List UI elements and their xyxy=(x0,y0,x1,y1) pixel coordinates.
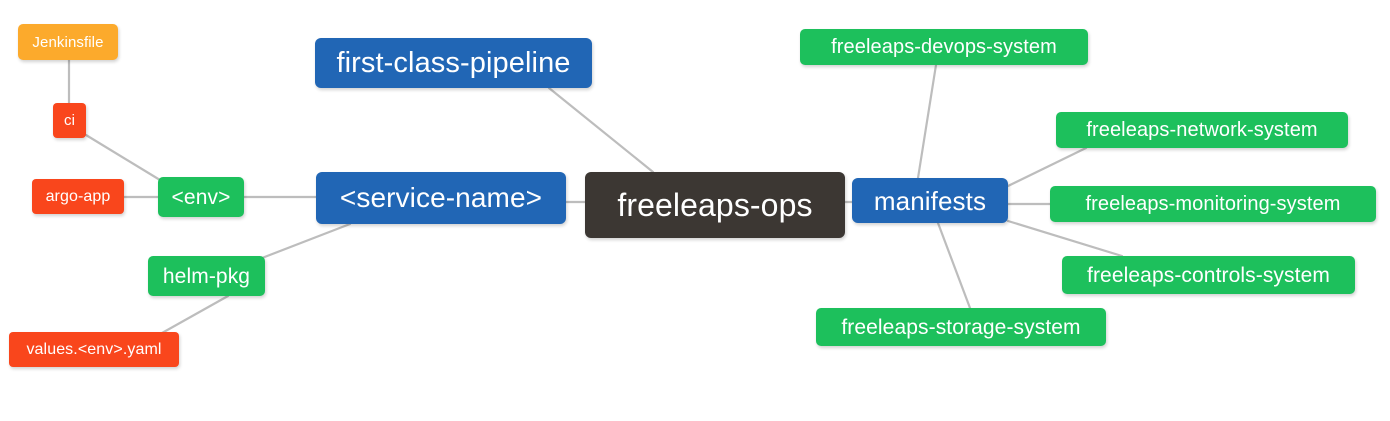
node-label-freeleaps-storage-system: freeleaps-storage-system xyxy=(841,315,1081,339)
node-label-service-name: <service-name> xyxy=(339,182,543,213)
node-freeleaps-ops[interactable]: freeleaps-ops xyxy=(585,172,845,238)
node-label-freeleaps-devops-system: freeleaps-devops-system xyxy=(831,36,1057,58)
node-first-class-pipeline[interactable]: first-class-pipeline xyxy=(315,38,592,88)
node-label-values-env-yaml: values.<env>.yaml xyxy=(26,340,162,358)
node-freeleaps-devops-system[interactable]: freeleaps-devops-system xyxy=(800,29,1088,65)
node-label-env: <env> xyxy=(171,185,231,209)
edge-ci-env xyxy=(84,133,162,182)
edge-manifests-network xyxy=(1006,146,1088,188)
node-helm-pkg[interactable]: helm-pkg xyxy=(148,256,265,296)
node-freeleaps-storage-system[interactable]: freeleaps-storage-system xyxy=(816,308,1106,346)
node-values-env-yaml[interactable]: values.<env>.yaml xyxy=(9,332,179,367)
edge-values-helm-pkg xyxy=(160,294,230,335)
edge-helm-pkg-service-name xyxy=(260,222,352,260)
node-label-freeleaps-ops: freeleaps-ops xyxy=(617,187,813,223)
node-freeleaps-network-system[interactable]: freeleaps-network-system xyxy=(1056,112,1348,148)
edge-manifests-controls xyxy=(1006,219,1124,258)
node-label-argo-app: argo-app xyxy=(45,187,111,205)
node-label-helm-pkg: helm-pkg xyxy=(162,264,251,288)
node-label-freeleaps-network-system: freeleaps-network-system xyxy=(1086,119,1318,141)
node-freeleaps-monitoring-system[interactable]: freeleaps-monitoring-system xyxy=(1050,186,1376,222)
edge-manifests-storage xyxy=(936,221,972,310)
node-label-jenkinsfile: Jenkinsfile xyxy=(32,33,104,51)
node-ci[interactable]: ci xyxy=(53,103,86,138)
edge-manifests-devops xyxy=(916,63,938,180)
node-jenkinsfile[interactable]: Jenkinsfile xyxy=(18,24,118,60)
node-service-name[interactable]: <service-name> xyxy=(316,172,566,224)
node-manifests[interactable]: manifests xyxy=(852,178,1008,223)
node-label-ci: ci xyxy=(63,112,76,129)
node-label-freeleaps-monitoring-system: freeleaps-monitoring-system xyxy=(1085,193,1341,215)
node-label-first-class-pipeline: first-class-pipeline xyxy=(336,46,571,79)
edge-first-class-pipeline-root xyxy=(547,86,655,174)
node-label-freeleaps-controls-system: freeleaps-controls-system xyxy=(1087,263,1330,287)
node-env[interactable]: <env> xyxy=(158,177,244,217)
node-label-manifests: manifests xyxy=(873,185,987,216)
node-argo-app[interactable]: argo-app xyxy=(32,179,124,214)
node-freeleaps-controls-system[interactable]: freeleaps-controls-system xyxy=(1062,256,1355,294)
